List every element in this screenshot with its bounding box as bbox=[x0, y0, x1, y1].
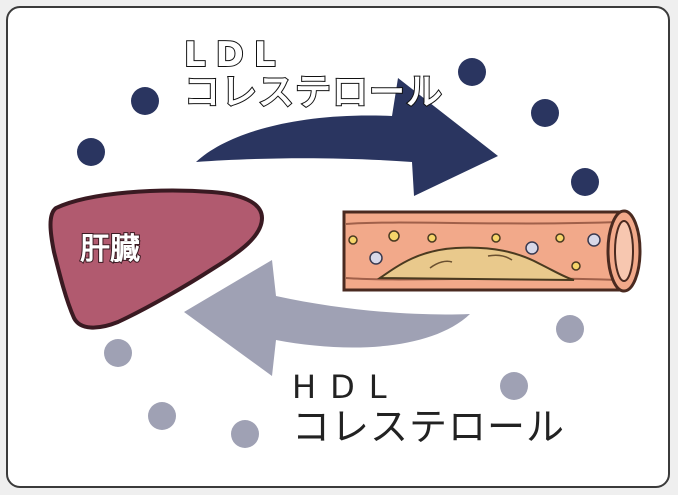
ldl-particle bbox=[531, 99, 559, 127]
ldl-label: LDL コレステロール bbox=[183, 35, 444, 113]
hdl-label: HDL コレステロール bbox=[292, 368, 566, 449]
vessel-particle bbox=[427, 233, 437, 243]
liver bbox=[48, 188, 264, 330]
vessel-particle bbox=[369, 251, 383, 265]
ldl-particle bbox=[458, 58, 486, 86]
ldl-label-line2: コレステロール bbox=[183, 71, 444, 113]
hdl-label-line1: HDL bbox=[292, 368, 401, 406]
vessel-particle bbox=[555, 233, 565, 243]
blood-vessel bbox=[342, 209, 642, 293]
hdl-particle bbox=[104, 339, 132, 367]
vessel-particle bbox=[388, 230, 400, 242]
hdl-particle bbox=[148, 402, 176, 430]
ldl-particle bbox=[131, 87, 159, 115]
ldl-particle bbox=[77, 138, 105, 166]
hdl-label-line2: コレステロール bbox=[292, 404, 566, 449]
vessel-particle bbox=[571, 261, 581, 271]
hdl-particle bbox=[500, 372, 528, 400]
plaque bbox=[376, 246, 575, 281]
hdl-arrow bbox=[184, 260, 470, 376]
ldl-arrow bbox=[196, 78, 498, 196]
ldl-particle bbox=[571, 168, 599, 196]
vessel-particle bbox=[587, 233, 601, 247]
hdl-particle bbox=[231, 420, 259, 448]
vessel-particle bbox=[491, 233, 501, 243]
vessel-particle bbox=[525, 241, 539, 255]
vessel-particle bbox=[348, 235, 358, 245]
liver-label: 肝臓 bbox=[79, 231, 141, 268]
hdl-particle bbox=[556, 315, 584, 343]
ldl-label-line1: LDL bbox=[183, 35, 286, 75]
